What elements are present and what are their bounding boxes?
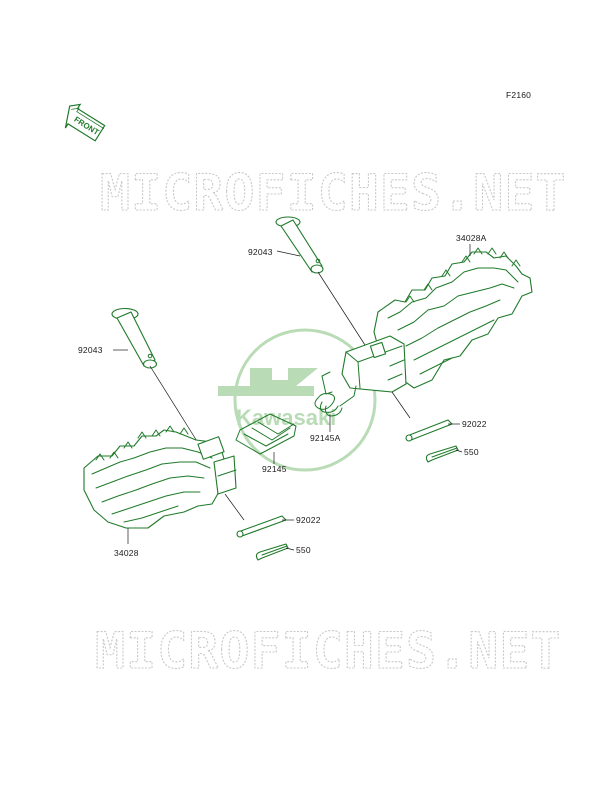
footpeg-left xyxy=(83,425,237,529)
diagram-code: F2160 xyxy=(506,90,531,100)
label-spring-right: 92145A xyxy=(310,433,341,443)
cotter-pin-right xyxy=(425,445,459,463)
kawasaki-logo: Kawasaki xyxy=(218,328,377,472)
bracket-right xyxy=(341,335,407,393)
watermark-bottom: MICROFICHES.NET xyxy=(95,622,562,680)
label-cotter-left: 550 xyxy=(296,545,311,555)
label-pin-left: 92043 xyxy=(78,345,103,355)
label-footpeg-left: 34028 xyxy=(114,548,139,558)
spring-left xyxy=(235,413,297,455)
label-footpeg-right: 34028A xyxy=(456,233,487,243)
label-pin-right: 92043 xyxy=(248,247,273,257)
label-washer-right: 92022 xyxy=(462,419,487,429)
washer-left xyxy=(236,515,287,538)
washer-right xyxy=(405,419,453,442)
watermark-top: MICROFICHES.NET xyxy=(100,164,567,222)
label-washer-left: 92022 xyxy=(296,515,321,525)
front-arrow-icon: FRONT xyxy=(64,103,106,142)
cotter-pin-left xyxy=(255,543,289,561)
label-spring-left: 92145 xyxy=(262,464,287,474)
pin-right xyxy=(275,216,324,274)
footpeg-right xyxy=(373,247,533,389)
pin-left xyxy=(111,307,158,369)
label-cotter-right: 550 xyxy=(464,447,479,457)
spring-right xyxy=(314,371,357,417)
